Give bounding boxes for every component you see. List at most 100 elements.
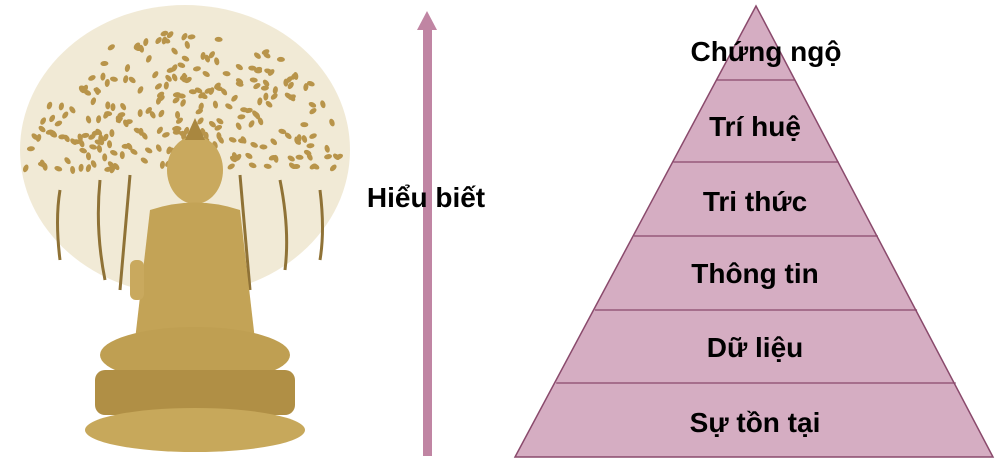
leaf (303, 149, 312, 156)
pyramid (513, 4, 995, 458)
leaf (31, 133, 39, 140)
leaf (202, 71, 210, 78)
leaf (78, 163, 84, 172)
leaf (77, 133, 83, 142)
leaf (163, 81, 169, 90)
leaf (26, 146, 35, 152)
leaf (263, 92, 269, 101)
leaf (110, 103, 116, 112)
leaf (159, 160, 165, 169)
leaf (300, 122, 309, 128)
leaf (49, 114, 56, 123)
leaf (124, 64, 131, 72)
leaf (229, 155, 237, 163)
leaf (245, 152, 253, 159)
leaf (320, 100, 326, 109)
leaf (287, 155, 295, 162)
leaf (79, 147, 88, 154)
leaf (267, 69, 275, 76)
leaf (177, 62, 186, 68)
leaf (222, 71, 231, 77)
leaf (181, 72, 187, 81)
leaf (184, 40, 190, 49)
leaf (332, 153, 340, 161)
leaf (104, 166, 113, 172)
leaf (292, 164, 301, 170)
leaf (107, 44, 115, 51)
leaf (105, 101, 111, 110)
leaf (212, 100, 219, 109)
leaf (82, 84, 89, 93)
leaf (171, 47, 178, 55)
leaf (166, 31, 174, 39)
leaf (177, 93, 186, 99)
leaf (254, 66, 263, 73)
leaf (214, 85, 223, 92)
leaf (260, 85, 269, 91)
leaf (117, 112, 126, 118)
leaf (171, 64, 178, 72)
leaf (307, 80, 315, 87)
leaf (160, 30, 169, 37)
leaf (235, 153, 242, 161)
leaf (324, 144, 330, 153)
leaf (257, 117, 264, 126)
leaf (70, 165, 76, 174)
leaf (268, 155, 277, 161)
leaf (265, 100, 273, 108)
leaf (276, 56, 285, 62)
leaf (181, 55, 190, 62)
leaf (204, 54, 211, 63)
leaf (285, 76, 293, 83)
leaf (38, 125, 46, 133)
leaf (54, 120, 63, 127)
leaf (149, 111, 156, 119)
leaf (37, 161, 46, 167)
leaf (156, 126, 163, 134)
leaf (208, 51, 215, 59)
pyramid-level-existence: Sự tồn tại (689, 407, 821, 438)
leaf (96, 115, 102, 124)
leaf (107, 161, 115, 169)
leaf (228, 137, 237, 143)
leaf (220, 88, 228, 96)
leaf (175, 110, 181, 119)
leaf (109, 76, 118, 82)
leaf (231, 94, 238, 102)
leaf (40, 117, 47, 125)
leaf (235, 122, 242, 130)
leaf (100, 61, 109, 67)
leaf (240, 136, 247, 144)
leaf (263, 163, 272, 169)
leaf (217, 136, 224, 144)
leaf (329, 118, 335, 127)
leaf (284, 132, 292, 140)
understanding-label: Hiểu biết (366, 182, 486, 213)
leaf (187, 34, 196, 40)
leaf (64, 157, 71, 165)
leaf (107, 140, 113, 149)
leaf (138, 44, 145, 53)
leaf (72, 139, 81, 145)
leaf (89, 144, 98, 150)
leaf (329, 164, 337, 172)
leaf (178, 131, 187, 137)
leaf (254, 52, 261, 59)
leaf (259, 144, 268, 150)
leaf (270, 93, 278, 100)
leaf (102, 153, 108, 162)
leaf (46, 101, 53, 110)
leaf (308, 101, 317, 108)
leaf (123, 119, 129, 128)
leaf (175, 117, 184, 124)
leaf (197, 117, 204, 125)
pyramid-level-knowledge: Tri thức (702, 186, 808, 217)
leaf (95, 128, 103, 136)
leaf (126, 142, 133, 151)
leaf (309, 133, 317, 139)
leaf (115, 115, 122, 124)
pyramid-level-wisdom: Trí huệ (709, 111, 801, 142)
understanding-arrow (417, 11, 437, 456)
leaf (100, 72, 106, 81)
leaf (195, 108, 203, 115)
